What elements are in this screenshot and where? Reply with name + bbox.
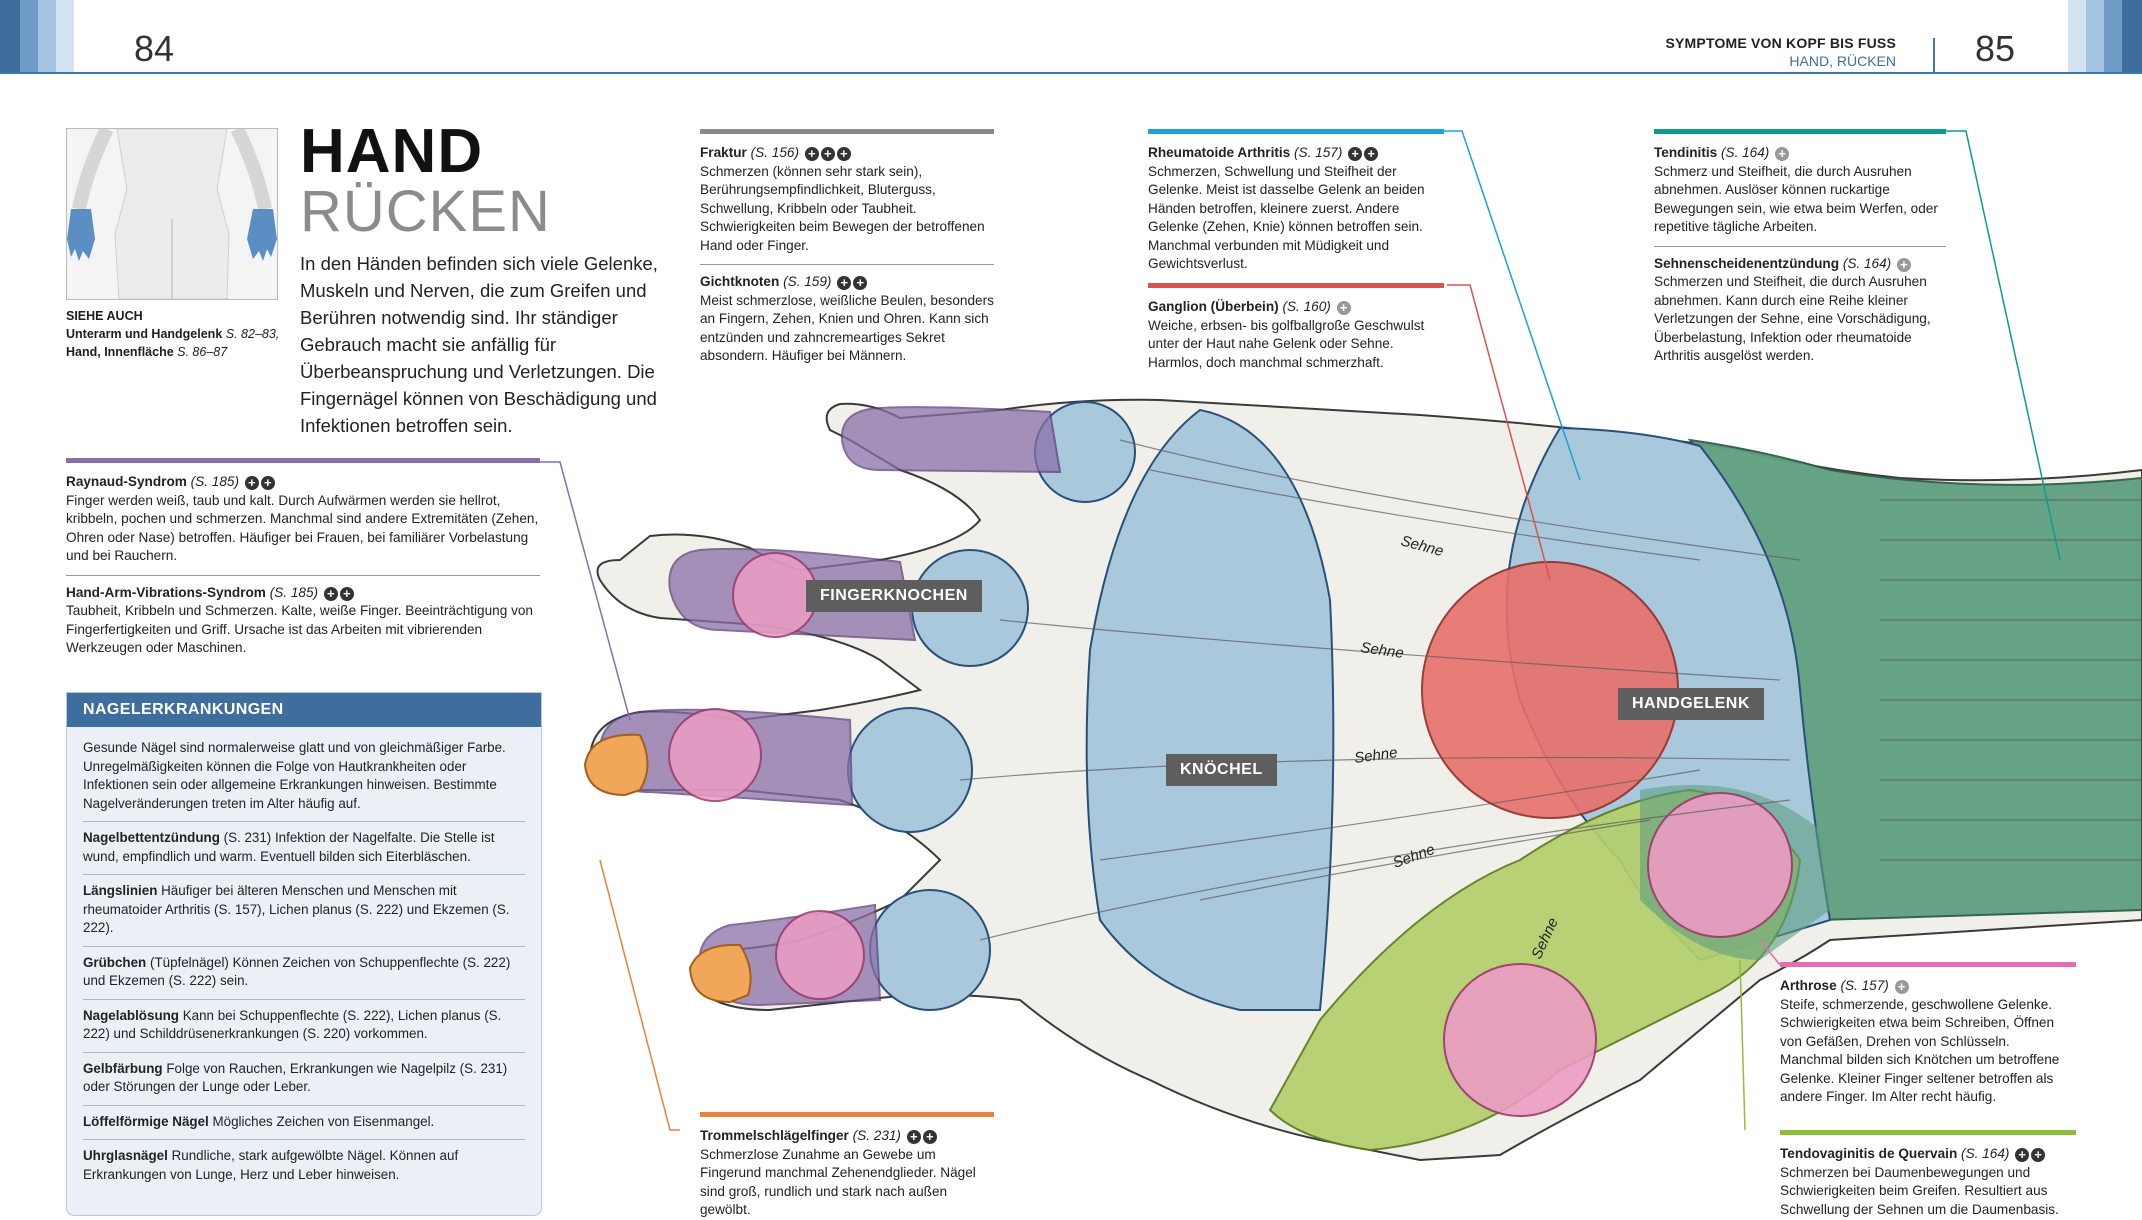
callout-trommel: Trommelschlägelfinger (S. 231) ++ Schmer… [700, 1112, 994, 1220]
severity-icon: + [244, 476, 259, 490]
severity-icon: + [1364, 147, 1379, 161]
callout-title: Ganglion (Überbein) (S. 160) [1148, 299, 1331, 314]
severity-icon: + [853, 276, 868, 290]
label-handgelenk: HANDGELENK [1618, 688, 1764, 720]
running-subtitle: HAND, RÜCKEN [1789, 53, 1896, 69]
page-edge-decoration-right [2068, 0, 2142, 72]
callout-text: Schmerz und Steifheit, die durch Ausruhe… [1654, 163, 1938, 235]
see-also-ref-1: S. 82–83, [225, 327, 280, 341]
severity-icon: + [1336, 301, 1351, 315]
nagel-item: Grübchen (Tüpfelnägel) Können Zeichen vo… [83, 945, 525, 991]
callout-bar [66, 458, 540, 463]
see-also-heading: SIEHE AUCH [66, 309, 143, 323]
callout-text: Finger werden weiß, taub und kalt. Durch… [66, 492, 539, 564]
callout-bar [1780, 962, 2076, 967]
tendon-label-3: Sehne [1353, 744, 1398, 767]
severity-icon: + [1894, 980, 1909, 994]
callout-bar [1148, 283, 1444, 288]
severity-icon: + [2015, 1148, 2030, 1162]
running-head: SYMPTOME VON KOPF BIS FUSS HAND, RÜCKEN [1665, 34, 1896, 70]
nagel-heading: NAGELERKRANKUNGEN [67, 693, 541, 727]
tendon-label-2: Sehne [1359, 639, 1404, 662]
callout-text: Steife, schmerzende, geschwollene Gelenk… [1780, 996, 2060, 1105]
callout-bar [1780, 1130, 2076, 1135]
severity-icon: + [922, 1130, 937, 1144]
see-also-link-2[interactable]: Hand, Innenfläche [66, 345, 174, 359]
severity-icon: + [2031, 1148, 2046, 1162]
nagel-item: Gelbfärbung Folge von Rauchen, Erkrankun… [83, 1051, 525, 1097]
header-separator [1933, 38, 1935, 72]
callout-title: Rheumatoide Arthritis (S. 157) [1148, 145, 1343, 160]
severity-icon: + [836, 147, 851, 161]
page-number-right: 85 [1975, 28, 2016, 69]
callout-raynaud: Raynaud-Syndrom (S. 185) ++ Finger werde… [66, 458, 540, 658]
severity-icon: + [339, 586, 354, 601]
callout-title: Hand-Arm-Vibrations-Syndrom (S. 185) [66, 584, 319, 600]
severity-icon: + [906, 1130, 921, 1144]
severity-icon: + [260, 476, 275, 490]
callout-title: Arthrose (S. 157) [1780, 978, 1889, 993]
header-rule [0, 72, 2142, 74]
page-edge-decoration-left [0, 0, 90, 72]
callout-title: Tendinitis (S. 164) [1654, 145, 1770, 160]
callout-text: Schmerzen und Steifheit, die durch Ausru… [1654, 274, 1931, 363]
see-also: SIEHE AUCH Unterarm und Handgelenk S. 82… [66, 307, 279, 361]
callout-title: Gichtknoten (S. 159) [700, 274, 832, 289]
callout-fraktur: Fraktur (S. 156) +++ Schmerzen (können s… [700, 129, 994, 366]
callout-bar [700, 1112, 994, 1117]
callout-text: Meist schmerzlose, weißliche Beulen, bes… [700, 292, 994, 364]
callout-title: Fraktur (S. 156) [700, 145, 799, 160]
severity-icon: + [323, 586, 338, 601]
nagel-item: Nagelablösung Kann bei Schuppenflechte (… [83, 998, 525, 1044]
page-subtitle: RÜCKEN [300, 179, 551, 244]
severity-icon: + [1896, 257, 1911, 272]
nagel-item: Löffelförmige Nägel Mögliches Zeichen vo… [83, 1104, 525, 1132]
callout-text: Schmerzen bei Daumenbewegungen und Schwi… [1780, 1164, 2059, 1217]
body-location-thumbnail [66, 128, 278, 300]
nagel-box: NAGELERKRANKUNGEN Gesunde Nägel sind nor… [66, 692, 542, 1216]
nagel-item: Uhrglasnägel Rundliche, stark aufgewölbt… [83, 1139, 525, 1184]
callout-bar [700, 129, 994, 134]
severity-icon: + [1348, 147, 1363, 161]
callout-bar [1654, 129, 1946, 134]
page-title: HAND [300, 117, 484, 186]
callout-title: Trommelschlägelfinger (S. 231) [700, 1128, 901, 1143]
callout-quervain: Tendovaginitis de Quervain (S. 164) ++ S… [1780, 1130, 2076, 1219]
see-also-ref-2: S. 86–87 [177, 345, 228, 359]
nagel-intro: Gesunde Nägel sind normalerweise glatt u… [83, 740, 506, 811]
callout-title: Raynaud-Syndrom (S. 185) [66, 474, 239, 489]
label-fingerknochen: FINGERKNOCHEN [806, 580, 982, 612]
severity-icon: + [837, 276, 852, 290]
callout-tendinitis: Tendinitis (S. 164) + Schmerz und Steifh… [1654, 129, 1946, 366]
callout-arthrose: Arthrose (S. 157) + Steife, schmerzende,… [1780, 962, 2076, 1107]
callout-title: Tendovaginitis de Quervain (S. 164) [1780, 1146, 2010, 1161]
callout-text: Schmerzlose Zunahme an Gewebe um Fingeru… [700, 1146, 976, 1218]
page-number-left: 84 [134, 28, 175, 69]
label-knoechel: KNÖCHEL [1166, 754, 1277, 786]
callout-text: Taubheit, Kribbeln und Schmerzen. Kalte,… [66, 603, 533, 655]
callout-bar [1148, 129, 1444, 134]
nagel-item: Längslinien Häufiger bei älteren Mensche… [83, 874, 525, 938]
severity-icon: + [1775, 147, 1790, 161]
callout-text: Weiche, erbsen- bis golfballgroße Geschw… [1148, 317, 1425, 370]
severity-icon: + [820, 147, 835, 161]
see-also-link-1[interactable]: Unterarm und Handgelenk [66, 327, 223, 341]
severity-icon: + [804, 147, 819, 161]
nagel-item: Nagelbettentzündung (S. 231) Infektion d… [83, 821, 525, 866]
callout-text: Schmerzen, Schwellung und Steifheit der … [1148, 163, 1425, 272]
callout-title: Sehnenscheidenentzündung (S. 164) [1654, 255, 1892, 271]
running-title: SYMPTOME VON KOPF BIS FUSS [1665, 35, 1896, 51]
callout-ganglion: Ganglion (Überbein) (S. 160) + Weiche, e… [1148, 283, 1444, 372]
callout-text: Schmerzen (können sehr stark sein), Berü… [700, 163, 985, 253]
intro-text: In den Händen befinden sich viele Gelenk… [300, 253, 658, 436]
callout-rheuma: Rheumatoide Arthritis (S. 157) ++ Schmer… [1148, 129, 1444, 274]
